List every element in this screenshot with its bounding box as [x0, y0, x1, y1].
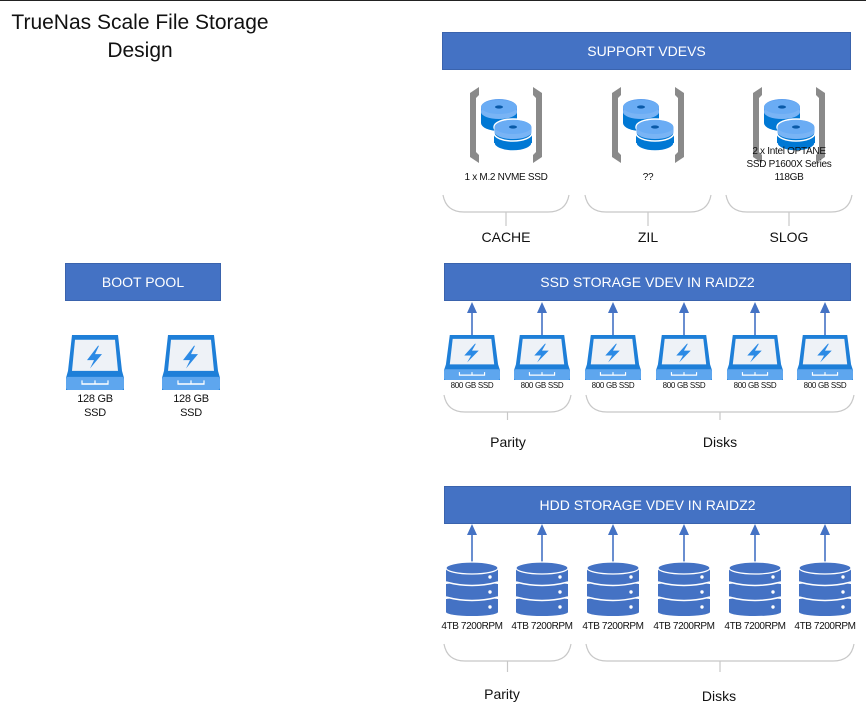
disks-bracket: [585, 643, 855, 672]
top-border: [0, 0, 866, 1]
support-vdev-label: CACHE: [481, 229, 531, 245]
disk-cache-icon: [612, 87, 684, 163]
support-vdev-description: 2 x Intel OPTANE: [752, 146, 826, 157]
ssd-drive-label: 800 GB SSD: [450, 381, 494, 390]
arrow-up-icon: [608, 302, 618, 337]
boot-drive-size: 128 GB: [173, 393, 209, 405]
ssd-vdev-bar: SSD STORAGE VDEV IN RAIDZ2: [444, 263, 851, 301]
boot-drive-size: 128 GB: [77, 393, 113, 405]
support-vdev-label: SLOG: [769, 229, 809, 245]
ssd-drive-icon: [66, 335, 124, 390]
parity-bracket: [443, 394, 572, 420]
arrow-up-icon: [750, 524, 760, 563]
ssd-drive-label: 800 GB SSD: [662, 381, 706, 390]
ssd-drive-icon: [162, 335, 220, 390]
boot-pool-bar: BOOT POOL: [65, 263, 221, 301]
ssd-drive-label: 800 GB SSD: [520, 381, 564, 390]
parity-bracket: [443, 643, 572, 672]
support-vdev-description: 118GB: [774, 172, 804, 183]
ssd-drive-label: 800 GB SSD: [733, 381, 777, 390]
hdd-vdev-bar: HDD STORAGE VDEV IN RAIDZ2: [444, 486, 851, 524]
support-vdev-description: SSD P1600X Series: [746, 159, 832, 170]
hdd-drive-label: 4TB 7200RPM: [582, 621, 644, 632]
hdd-drive-label: 4TB 7200RPM: [794, 621, 856, 632]
ssd-drive-icon: [585, 335, 641, 380]
hdd-drive-label: 4TB 7200RPM: [511, 621, 573, 632]
hdd-drive-icon: [657, 561, 711, 616]
ssd-parity-label: Parity: [490, 434, 526, 450]
support-vdev-description: 1 x M.2 NVME SSD: [464, 172, 548, 183]
arrow-up-icon: [679, 524, 689, 563]
ssd-drive-icon: [444, 335, 500, 380]
hdd-drive-icon: [515, 561, 569, 616]
hdd-parity-label: Parity: [484, 686, 520, 702]
boot-drive-type: SSD: [180, 407, 202, 419]
ssd-disks-label: Disks: [702, 434, 738, 450]
arrow-up-icon: [467, 302, 477, 337]
disks-bracket: [585, 394, 855, 420]
support-vdevs-bar: SUPPORT VDEVS: [442, 32, 851, 70]
support-vdev-label: ZIL: [637, 229, 659, 245]
ssd-drive-icon: [514, 335, 570, 380]
group-bracket: [442, 194, 570, 226]
ssd-drive-icon: [727, 335, 783, 380]
disk-cache-icon: [753, 87, 825, 163]
hdd-drive-icon: [798, 561, 852, 616]
arrow-up-icon: [679, 302, 689, 337]
ssd-drive-label: 800 GB SSD: [591, 381, 635, 390]
hdd-drive-label: 4TB 7200RPM: [653, 621, 715, 632]
arrow-up-icon: [608, 524, 618, 563]
hdd-drive-icon: [586, 561, 640, 616]
arrow-up-icon: [537, 524, 547, 563]
arrow-up-icon: [467, 524, 477, 563]
hdd-drive-icon: [728, 561, 782, 616]
hdd-drive-label: 4TB 7200RPM: [441, 621, 503, 632]
support-vdev-description: ??: [642, 172, 654, 183]
ssd-drive-label: 800 GB SSD: [803, 381, 847, 390]
hdd-disks-label: Disks: [701, 688, 737, 704]
hdd-drive-label: 4TB 7200RPM: [724, 621, 786, 632]
group-bracket: [584, 194, 712, 226]
ssd-drive-icon: [656, 335, 712, 380]
diagram-title-line1: TrueNas Scale File Storage: [11, 11, 269, 34]
arrow-up-icon: [537, 302, 547, 337]
arrow-up-icon: [820, 302, 830, 337]
arrow-up-icon: [750, 302, 760, 337]
diagram-title-line2: Design: [107, 39, 173, 62]
hdd-drive-icon: [445, 561, 499, 616]
ssd-drive-icon: [797, 335, 853, 380]
disk-cache-icon: [470, 87, 542, 163]
boot-drive-type: SSD: [84, 407, 106, 419]
group-bracket: [725, 194, 853, 226]
arrow-up-icon: [820, 524, 830, 563]
